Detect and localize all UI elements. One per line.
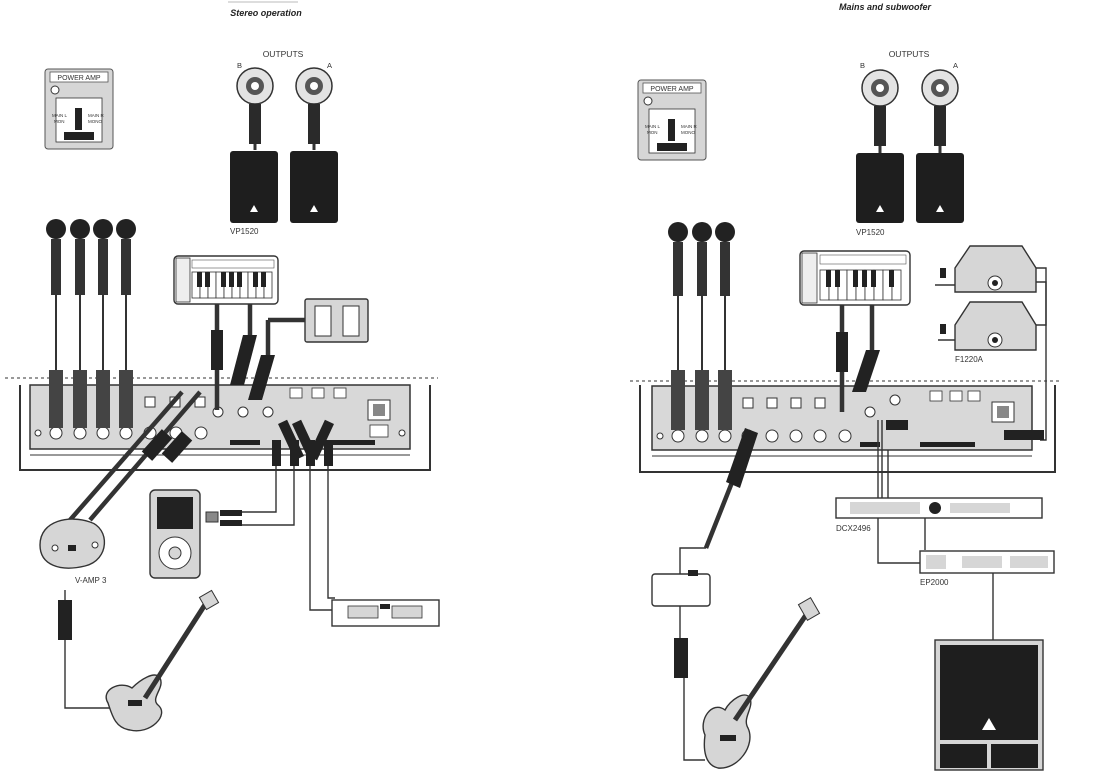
bass-guitar bbox=[702, 597, 821, 769]
stage-monitors: F1220A bbox=[935, 245, 1047, 364]
amp-model-label: EP2000 bbox=[920, 578, 949, 587]
outputs-label: OUTPUTS bbox=[263, 49, 304, 59]
speaker-right-right-diagram bbox=[916, 153, 964, 223]
output-a-jack-right[interactable] bbox=[921, 69, 959, 153]
switch-label-mono: MONO bbox=[88, 119, 102, 124]
outputs-label-right: OUTPUTS bbox=[889, 49, 930, 59]
cables-right bbox=[674, 281, 1047, 761]
power-icon bbox=[50, 85, 60, 95]
guitar-fx-unit: V-AMP 3 bbox=[39, 518, 107, 585]
tape-deck bbox=[331, 599, 440, 627]
microphones-right bbox=[668, 222, 735, 370]
power-amp-title: POWER AMP bbox=[57, 75, 101, 82]
output-b-label: B bbox=[237, 61, 242, 70]
power-amp-title-right: POWER AMP bbox=[650, 86, 694, 93]
mp3-player bbox=[149, 489, 242, 579]
output-a-label: A bbox=[327, 61, 332, 70]
switch-label-mon-right: MON bbox=[647, 130, 658, 135]
microphones bbox=[46, 219, 136, 370]
speaker-model-label-right: VP1520 bbox=[856, 228, 885, 237]
speaker-model-label: VP1520 bbox=[230, 227, 259, 236]
guitar-fx-model-label: V-AMP 3 bbox=[75, 576, 107, 585]
switch-label-main-r-right: MAIN R bbox=[681, 124, 698, 129]
speaker-right bbox=[290, 151, 338, 223]
mixer-rear-panel bbox=[19, 384, 431, 471]
switch-label-main-l-right: MAIN L bbox=[645, 124, 661, 129]
speaker-left-right-diagram bbox=[856, 153, 904, 223]
output-a-jack[interactable] bbox=[295, 67, 333, 150]
output-b-label-right: B bbox=[860, 61, 865, 70]
keyboard bbox=[173, 255, 279, 305]
monitor-model-label: F1220A bbox=[955, 355, 984, 364]
caption-mains-and-subwoofer: Mains and subwoofer bbox=[839, 2, 932, 12]
caption-stereo-operation: Stereo operation bbox=[230, 8, 302, 18]
switch-label-main-r: MAIN R bbox=[88, 113, 105, 118]
electric-guitar bbox=[105, 589, 220, 732]
power-amplifier: EP2000 bbox=[919, 550, 1055, 587]
power-icon bbox=[643, 96, 653, 106]
power-amp-panel-right: POWER AMP MAIN L MON MAIN R MONO bbox=[637, 79, 707, 161]
crossover-unit: DCX2496 bbox=[835, 497, 1043, 533]
speaker-left bbox=[230, 151, 278, 223]
crossover-model-label: DCX2496 bbox=[836, 524, 871, 533]
power-amp-panel: POWER AMP MAIN L MON MAIN R MONO bbox=[44, 68, 114, 150]
footswitch bbox=[304, 298, 369, 343]
mode-switch-right[interactable] bbox=[668, 119, 675, 141]
output-b-jack[interactable] bbox=[236, 67, 274, 150]
switch-label-mono-right: MONO bbox=[681, 130, 695, 135]
output-a-label-right: A bbox=[953, 61, 958, 70]
keyboard-right bbox=[799, 250, 911, 306]
switch-label-mon: MON bbox=[54, 119, 65, 124]
stereo-operation-diagram: POWER AMP MAIN L MON MAIN R MONO OUTPUTS… bbox=[5, 49, 440, 732]
subwoofer bbox=[934, 639, 1044, 771]
output-b-jack-right[interactable] bbox=[861, 69, 899, 153]
mains-and-subwoofer-diagram: POWER AMP MAIN L MON MAIN R MONO OUTPUTS… bbox=[630, 49, 1060, 771]
cables-left bbox=[58, 304, 335, 709]
mode-switch[interactable] bbox=[75, 108, 82, 130]
switch-label-main-l: MAIN L bbox=[52, 113, 68, 118]
di-box bbox=[651, 570, 711, 607]
